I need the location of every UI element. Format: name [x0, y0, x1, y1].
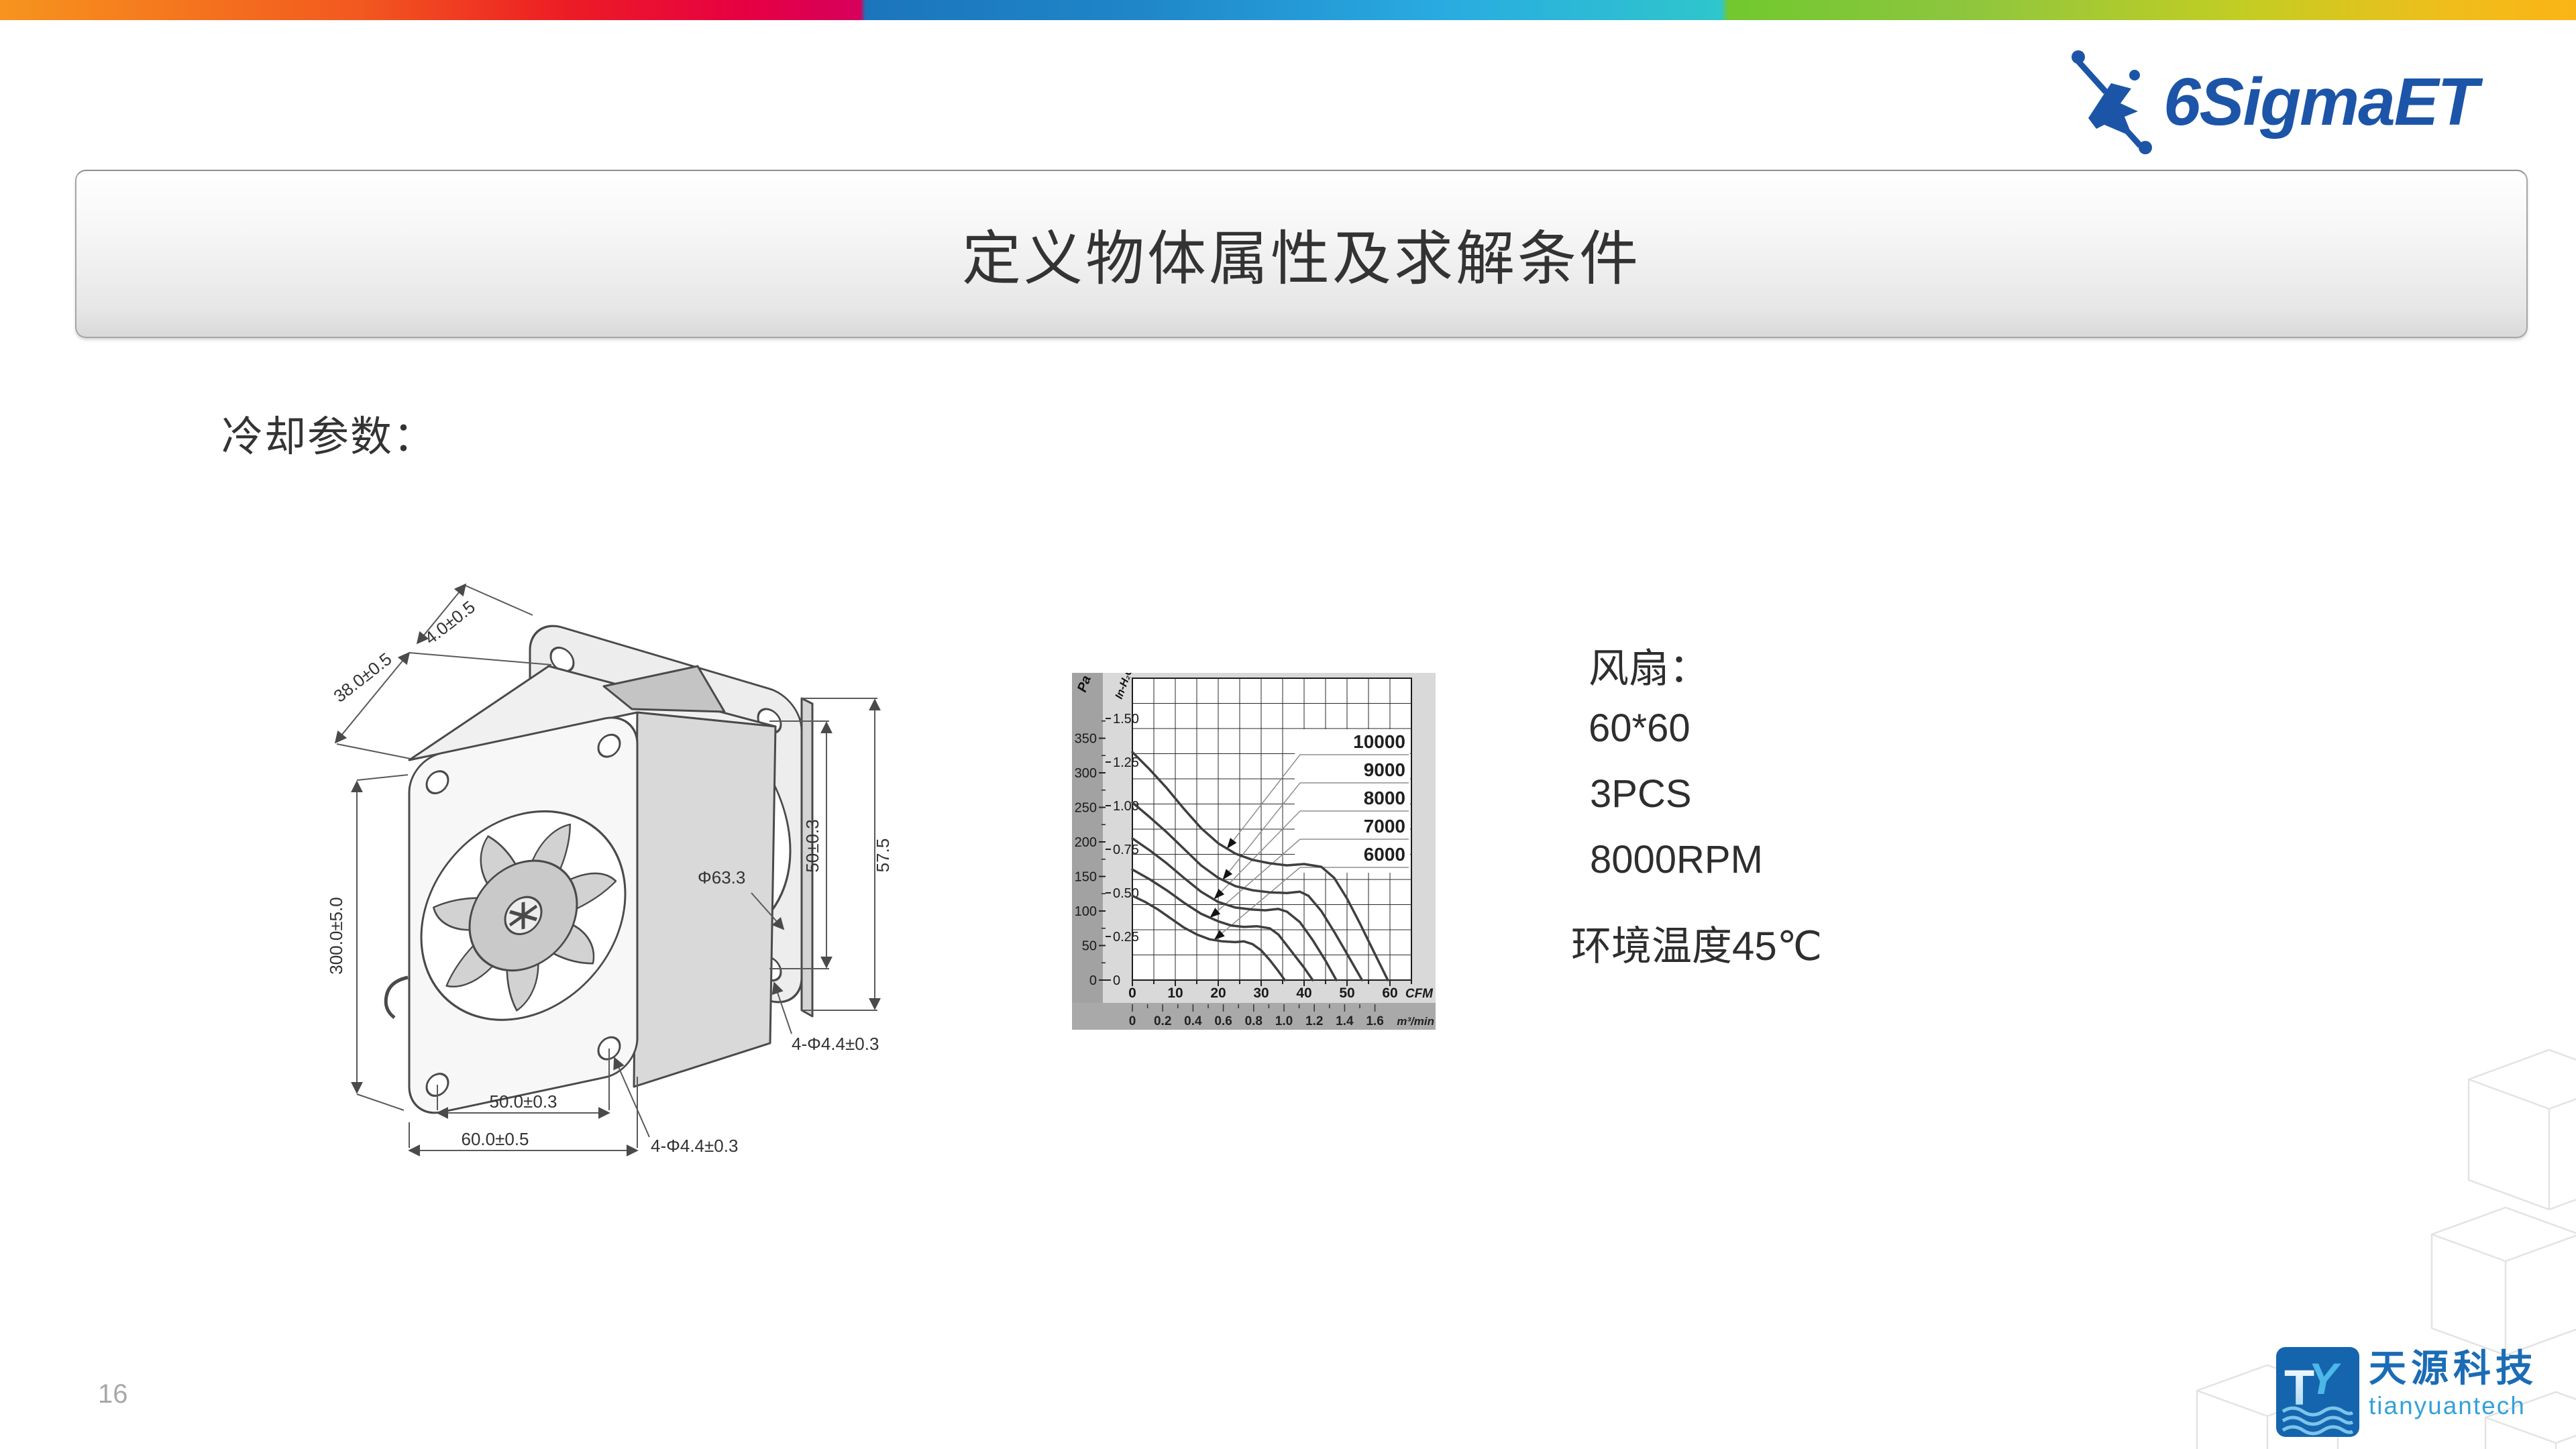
svg-text:1.6: 1.6 — [1366, 1014, 1383, 1028]
svg-text:0.25: 0.25 — [1113, 930, 1139, 945]
svg-text:1.4: 1.4 — [1336, 1014, 1354, 1028]
cube-outline — [2467, 1049, 2576, 1211]
svg-text:0.2: 0.2 — [1154, 1014, 1171, 1028]
ambient-temperature: 环境温度45℃ — [1571, 924, 1823, 969]
svg-text:0.6: 0.6 — [1214, 1014, 1232, 1028]
svg-text:T: T — [2284, 1360, 2314, 1415]
svg-text:300: 300 — [1075, 766, 1097, 781]
dim-hole-pitch-vertical: 50±0.3 — [802, 819, 822, 872]
header-logo: 6SigmaET — [2070, 48, 2526, 156]
fan-technical-drawing: 38.0±0.5 4.0±0.5 300.0±5.0 Φ63.3 50±0.3 … — [326, 583, 893, 1157]
section-label: 冷却参数： — [221, 414, 437, 460]
svg-text:Y: Y — [2308, 1354, 2341, 1403]
svg-text:0.8: 0.8 — [1245, 1014, 1263, 1028]
svg-text:7000: 7000 — [1364, 816, 1405, 837]
top-accent-bar — [0, 0, 2576, 20]
svg-text:0.75: 0.75 — [1113, 843, 1139, 857]
svg-text:100: 100 — [1075, 904, 1097, 919]
tianyuan-icon: T Y — [2276, 1347, 2359, 1437]
svg-text:CFM: CFM — [1405, 987, 1434, 1001]
svg-text:350: 350 — [1075, 732, 1097, 747]
page-number: 16 — [98, 1379, 128, 1409]
dim-depth: 38.0±0.5 — [329, 649, 395, 706]
svg-text:40: 40 — [1296, 985, 1311, 1001]
svg-text:1.0: 1.0 — [1275, 1014, 1293, 1028]
title-banner: 定义物体属性及求解条件 — [75, 170, 2528, 338]
svg-text:0: 0 — [1128, 985, 1136, 1001]
6sigmaet-icon — [2072, 50, 2152, 154]
svg-text:1.2: 1.2 — [1305, 1014, 1323, 1028]
pq-chart-svg: 3503002502001501005001.501.251.000.750.5… — [1072, 673, 1436, 1030]
page-title: 定义物体属性及求解条件 — [961, 225, 1641, 292]
svg-text:m³/min: m³/min — [1397, 1015, 1434, 1028]
svg-text:0: 0 — [1129, 1014, 1136, 1028]
dim-hole-pitch-horizontal: 50.0±0.3 — [489, 1091, 557, 1112]
dim-front-holes: 4-Φ4.4±0.3 — [651, 1136, 738, 1156]
svg-text:6000: 6000 — [1364, 844, 1405, 865]
svg-text:50: 50 — [1339, 985, 1354, 1001]
cube-outline — [2484, 1391, 2576, 1449]
svg-text:9000: 9000 — [1364, 759, 1405, 780]
footer-logo-cn: 天源科技 — [2369, 1347, 2538, 1389]
fan-heading: 风扇： — [1589, 646, 1709, 691]
fan-speed: 8000RPM — [1590, 838, 1763, 881]
svg-text:1.25: 1.25 — [1113, 755, 1139, 770]
dimension-lines — [334, 583, 881, 1157]
dim-wire-length: 300.0±5.0 — [326, 897, 346, 974]
svg-text:250: 250 — [1075, 801, 1097, 816]
header-logo-text: 6SigmaET — [2163, 64, 2478, 140]
dim-opening-diameter: Φ63.3 — [698, 867, 745, 888]
svg-text:10: 10 — [1167, 985, 1183, 1001]
footer-logo: T Y 天源科技 tianyuantech — [2276, 1347, 2538, 1437]
svg-text:30: 30 — [1253, 985, 1269, 1001]
fan-quantity: 3PCS — [1590, 772, 1692, 816]
dim-plate-height: 57.5 — [873, 839, 893, 873]
fan-size: 60*60 — [1589, 706, 1690, 750]
svg-text:0: 0 — [1089, 973, 1097, 988]
svg-text:200: 200 — [1075, 835, 1097, 850]
svg-text:0.50: 0.50 — [1113, 886, 1139, 901]
footer-logo-en: tianyuantech — [2369, 1392, 2526, 1419]
svg-text:0: 0 — [1113, 973, 1120, 988]
dim-width: 60.0±0.5 — [461, 1129, 529, 1149]
dim-back-holes: 4-Φ4.4±0.3 — [792, 1034, 879, 1054]
svg-text:20: 20 — [1210, 985, 1226, 1001]
svg-text:50: 50 — [1082, 939, 1097, 954]
fan-illustration — [384, 625, 814, 1114]
svg-text:1.50: 1.50 — [1113, 712, 1139, 727]
svg-text:8000: 8000 — [1364, 788, 1405, 808]
svg-text:60: 60 — [1382, 985, 1397, 1001]
cube-outline — [2430, 1206, 2576, 1356]
svg-text:0.4: 0.4 — [1184, 1014, 1202, 1028]
svg-text:10000: 10000 — [1353, 731, 1405, 752]
svg-text:150: 150 — [1075, 870, 1097, 885]
